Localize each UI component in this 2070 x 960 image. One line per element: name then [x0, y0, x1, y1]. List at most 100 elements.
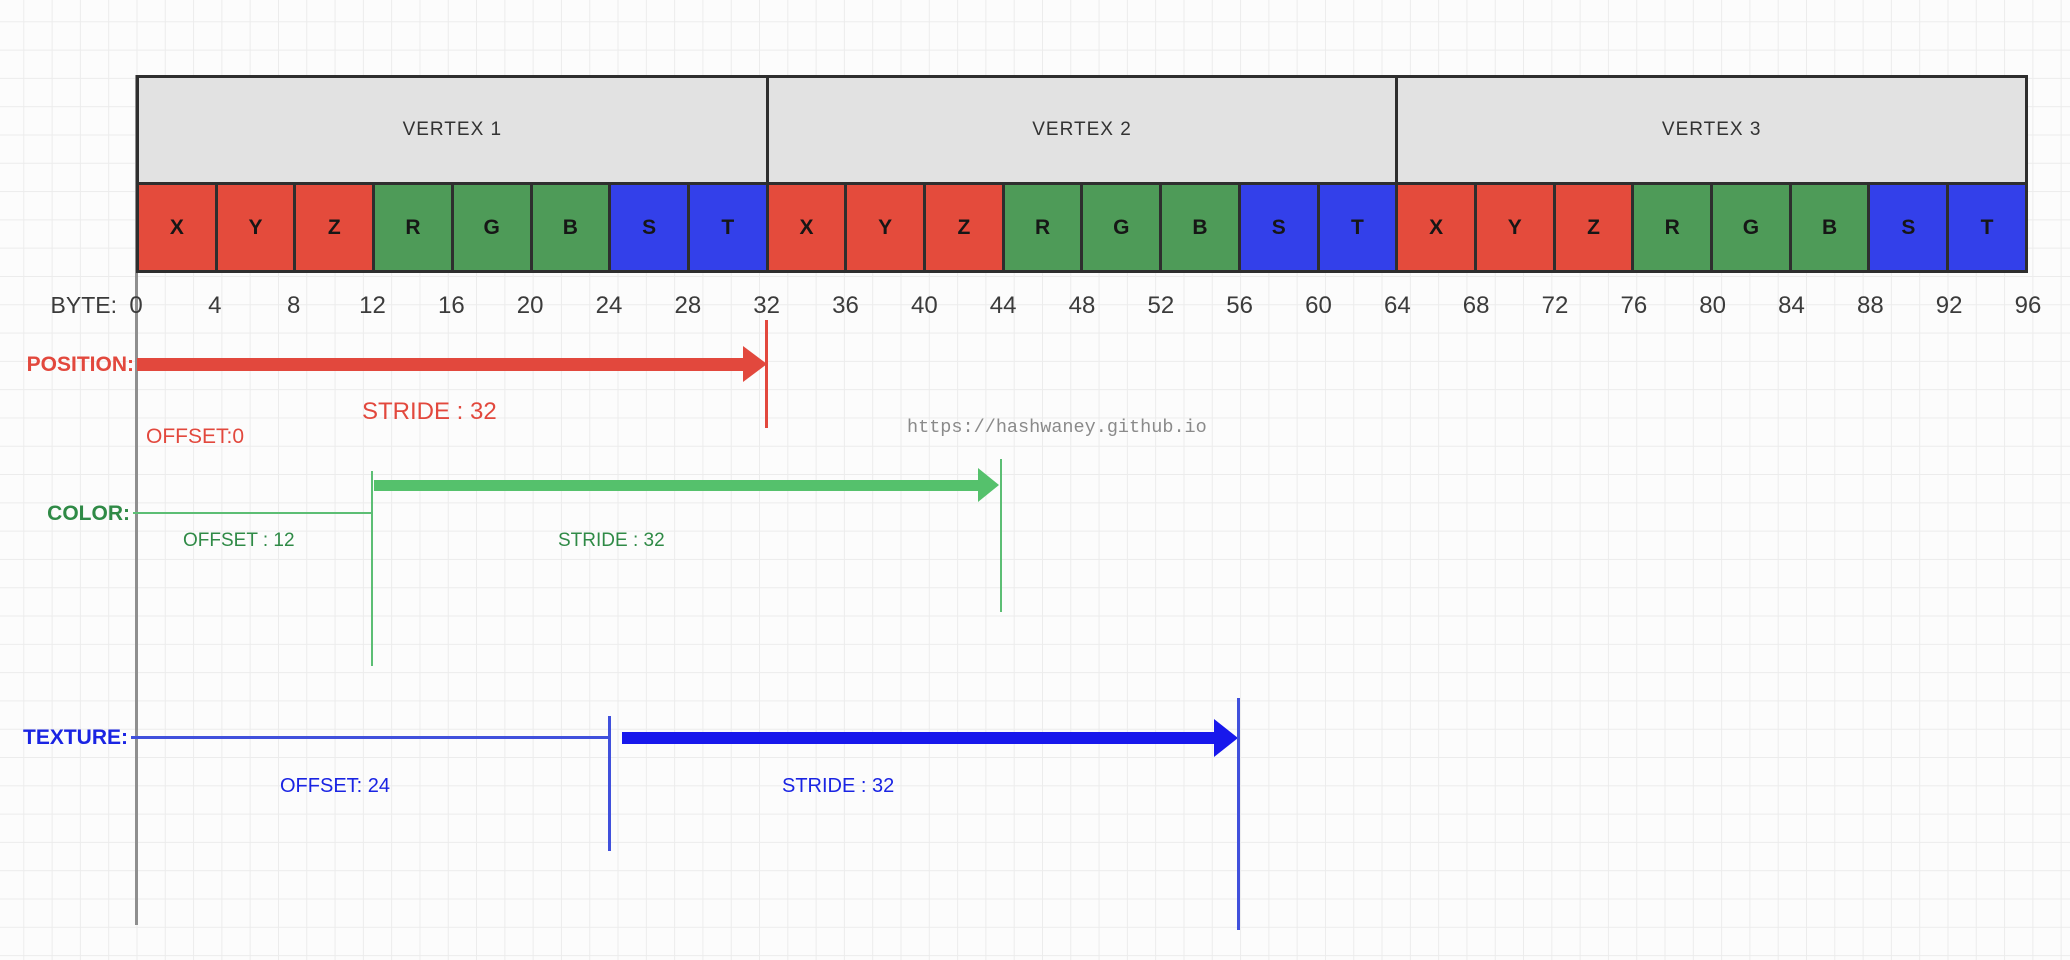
- byte-tick-label-32: 32: [753, 292, 780, 319]
- cell-label: Z: [327, 215, 341, 239]
- byte-tick-label-56: 56: [1226, 292, 1253, 319]
- texture-stride-arrow: [622, 732, 1214, 744]
- cell-label: B: [1822, 215, 1838, 239]
- cell-label: Z: [957, 215, 971, 239]
- cell-label: B: [1192, 215, 1208, 239]
- color-offset-label: OFFSET : 12: [183, 530, 295, 551]
- vertex-section-1: VERTEX 1: [139, 78, 766, 182]
- byte-cell-g: G: [1083, 185, 1160, 270]
- color-attribute-label: COLOR:: [47, 502, 130, 525]
- position-arrow-head-icon: [743, 346, 767, 382]
- cell-label: R: [1035, 215, 1051, 239]
- byte-cell-z: Z: [1555, 185, 1632, 270]
- byte-cell-s: S: [1870, 185, 1947, 270]
- texture-stride-label: STRIDE : 32: [782, 775, 895, 797]
- cell-label: X: [799, 215, 814, 239]
- byte-cell-x: X: [139, 185, 215, 270]
- color-byte12-marker-line: [371, 471, 373, 666]
- watermark-url: https://hashwaney.github.io: [907, 417, 1207, 438]
- position-attribute-label: POSITION:: [26, 353, 134, 376]
- vertex-header-row: VERTEX 1 VERTEX 2 VERTEX 3: [136, 75, 2028, 185]
- cell-label: X: [1429, 215, 1444, 239]
- byte-tick-label-84: 84: [1778, 292, 1805, 319]
- byte-tick-label-72: 72: [1541, 292, 1569, 319]
- cell-label: S: [642, 215, 657, 239]
- byte-tick-label-80: 80: [1699, 292, 1726, 319]
- byte-cell-g: G: [453, 185, 530, 270]
- vertex-label: VERTEX 2: [1032, 119, 1132, 140]
- byte-cell-x: X: [1398, 185, 1474, 270]
- byte-cell-t: T: [689, 185, 766, 270]
- byte-cell-x: X: [768, 185, 845, 270]
- texture-byte24-marker-line: [608, 716, 611, 851]
- byte-tick-label-60: 60: [1305, 292, 1332, 319]
- byte-cell-y: Y: [847, 185, 924, 270]
- cell-label: T: [721, 215, 735, 239]
- byte-cell-s: S: [611, 185, 687, 270]
- texture-arrow-head-icon: [1214, 719, 1238, 757]
- cell-label: G: [1742, 215, 1760, 239]
- byte-tick-label-92: 92: [1935, 292, 1963, 319]
- color-arrow-head-icon: [978, 468, 999, 502]
- byte-tick-label-0: 0: [129, 292, 143, 319]
- byte-tick-label-44: 44: [989, 292, 1017, 319]
- color-byte44-marker-line: [1000, 459, 1002, 612]
- position-stride-arrow: [137, 358, 743, 371]
- byte-cell-s: S: [1240, 185, 1317, 270]
- vertex-label: VERTEX 3: [1661, 119, 1762, 140]
- texture-offset-label: OFFSET: 24: [280, 775, 391, 797]
- cell-label: G: [1113, 215, 1130, 239]
- cell-label: R: [405, 215, 421, 239]
- cell-label: T: [1980, 215, 1994, 239]
- byte-axis-label: BYTE:: [50, 292, 117, 318]
- texture-attribute-label: TEXTURE:: [23, 726, 128, 749]
- byte-cell-b: B: [532, 185, 609, 270]
- byte-tick-label-8: 8: [286, 292, 301, 319]
- byte-tick-label-88: 88: [1856, 292, 1884, 319]
- byte-cell-t: T: [1319, 185, 1396, 270]
- cell-label: Z: [1587, 215, 1600, 239]
- byte-cell-z: Z: [926, 185, 1002, 270]
- cell-label: Y: [1507, 215, 1522, 239]
- byte-cell-t: T: [1949, 185, 2025, 270]
- byte-cell-r: R: [375, 185, 451, 270]
- vertex-section-3: VERTEX 3: [1398, 78, 2026, 182]
- cell-label: B: [562, 215, 578, 239]
- texture-offset-connector-line: [131, 736, 609, 739]
- byte-cell-y: Y: [217, 185, 294, 270]
- byte-tick-label-96: 96: [2014, 292, 2042, 319]
- color-stride-label: STRIDE : 32: [558, 530, 665, 551]
- byte-cell-r: R: [1004, 185, 1081, 270]
- byte-tick-label-36: 36: [832, 292, 859, 319]
- byte0-axis-line: [135, 75, 138, 925]
- byte-cell-g: G: [1713, 185, 1789, 270]
- byte-tick-label-20: 20: [516, 292, 544, 319]
- byte-tick-label-64: 64: [1383, 292, 1411, 319]
- color-stride-arrow: [374, 480, 978, 491]
- cell-label: X: [169, 215, 184, 239]
- byte-tick-label-16: 16: [437, 292, 465, 319]
- byte-tick-label-24: 24: [595, 292, 623, 319]
- byte-cell-y: Y: [1476, 185, 1553, 270]
- cell-label: S: [1271, 215, 1286, 239]
- vertex-label: VERTEX 1: [402, 119, 503, 140]
- byte-cell-b: B: [1162, 185, 1238, 270]
- byte-tick-label-52: 52: [1147, 292, 1175, 319]
- vertex-section-2: VERTEX 2: [768, 78, 1396, 182]
- cell-label: G: [483, 215, 500, 239]
- byte-cell-b: B: [1791, 185, 1868, 270]
- byte-tick-label-68: 68: [1462, 292, 1490, 319]
- byte-tick-label-4: 4: [208, 292, 222, 319]
- byte-tick-label-12: 12: [359, 292, 386, 319]
- color-offset-connector-line: [133, 512, 372, 514]
- cell-label: R: [1664, 215, 1680, 239]
- byte-tick-label-28: 28: [674, 292, 702, 319]
- cell-label: Y: [248, 215, 263, 239]
- cell-label: Y: [878, 215, 893, 239]
- position-stride-label: STRIDE : 32: [362, 398, 497, 425]
- byte-cell-z: Z: [296, 185, 373, 270]
- cell-label: S: [1901, 215, 1916, 239]
- cell-label: T: [1350, 215, 1364, 239]
